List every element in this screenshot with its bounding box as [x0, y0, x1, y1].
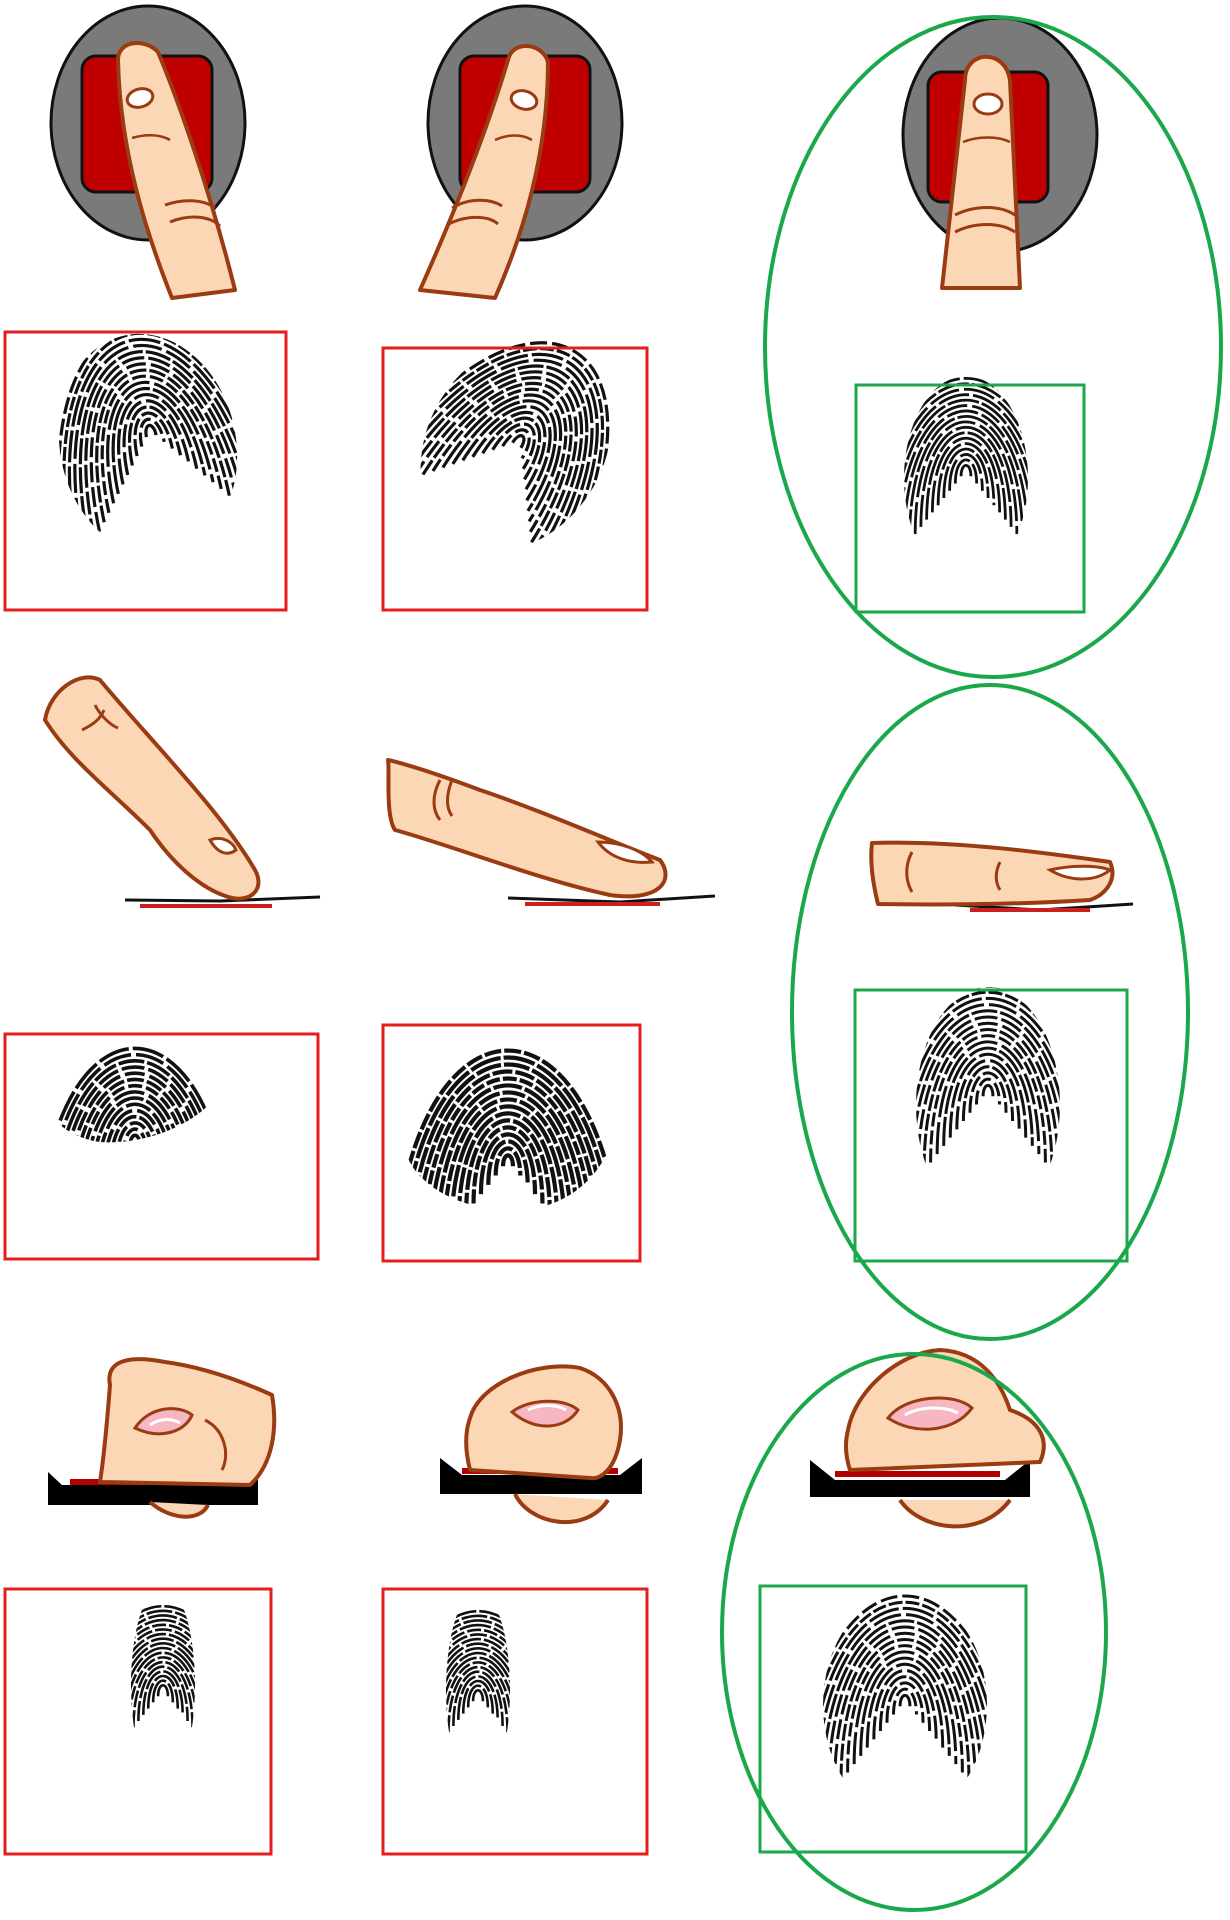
fingerprint-ridge	[961, 465, 971, 476]
fingerprint-image	[38, 1048, 232, 1262]
fingerprint-ridge	[414, 1634, 542, 1775]
finger-flat-illustration	[871, 843, 1133, 910]
fingerprint-ridge	[900, 1695, 910, 1706]
fingerprint-ridge	[124, 1129, 147, 1154]
fingerprint-ridge	[977, 1079, 1000, 1104]
fingerprint-image	[21, 305, 286, 588]
fingerprint-ridge	[353, 294, 668, 616]
fingerprint-image	[353, 294, 668, 616]
fingerprint-ridge	[75, 357, 229, 522]
finger-steep-angle-illustration	[45, 677, 320, 906]
fingerprint-ridge	[885, 992, 1092, 1220]
fingerprint-ridge	[429, 1648, 527, 1757]
fingerprint-ridge	[854, 1652, 956, 1764]
fingerprint-ridge	[130, 1135, 140, 1146]
fingerprint-image	[392, 1051, 623, 1306]
fingerprint-ridge	[71, 1079, 199, 1220]
fingerprint-ridge	[983, 1085, 993, 1096]
fingerprint-image	[389, 1611, 566, 1807]
row-finger-angle	[5, 677, 1188, 1339]
row-finger-pressure	[5, 1350, 1106, 1910]
fingerprint-ridge	[84, 1092, 186, 1204]
fingerprint-ridge	[44, 328, 262, 560]
correct-frame	[856, 385, 1084, 612]
fingerprint-ridge	[496, 1148, 521, 1175]
fingerprint-ridge	[955, 460, 976, 484]
fingerprint-ridge	[894, 1689, 917, 1714]
fingerprint-ridge	[419, 1639, 537, 1769]
hand-illustration	[466, 1366, 621, 1522]
fingerprint-ridge	[399, 1620, 556, 1794]
fingerprint-ridge	[389, 1611, 566, 1807]
fingerprint-ridge	[144, 424, 156, 437]
finger-medium-angle-illustration	[388, 760, 715, 904]
fingerprint-ridge	[158, 1685, 168, 1696]
fingerprint-ridge	[104, 1634, 222, 1764]
fingerprint-ridge	[513, 433, 527, 447]
incorrect-frame	[5, 332, 286, 610]
fingerprint-ridge	[875, 384, 1057, 585]
fingerprint-ridge	[473, 1690, 483, 1701]
fingerprint-image	[795, 1596, 1015, 1839]
fingerprint-image	[878, 986, 1098, 1229]
fingerprint-ridge	[153, 1681, 173, 1703]
fingerprint-ridge	[937, 1042, 1039, 1154]
incorrect-frame	[383, 1589, 647, 1854]
hand-illustration	[846, 1350, 1044, 1526]
fingerprint-image	[864, 373, 1069, 599]
fingerprint-ridge	[114, 1643, 212, 1752]
fingerprint-ridge	[468, 1686, 488, 1708]
fingerprint-ridge	[392, 1051, 623, 1306]
fingerprint-ridge	[99, 1629, 227, 1770]
row-finger-rotation	[5, 6, 1221, 677]
fingerprint-image	[74, 1606, 251, 1802]
fingerprint-ridge	[802, 1602, 1009, 1830]
fingerprint-ridge	[904, 411, 1029, 549]
fingerprint-ridge	[74, 1606, 251, 1802]
fingerprint-ridge	[503, 1155, 513, 1166]
fingerprint-ridge	[84, 1615, 241, 1789]
fingerprint-ridge	[110, 1117, 159, 1171]
